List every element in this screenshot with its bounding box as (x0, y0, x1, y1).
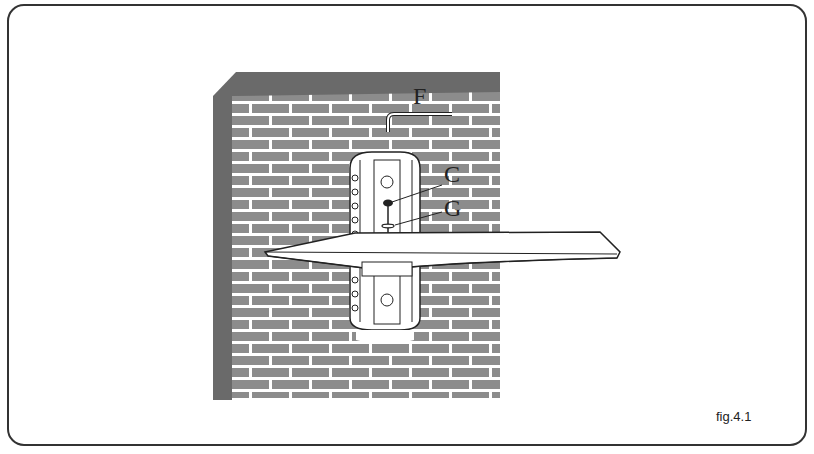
washer (382, 224, 394, 228)
column-shadow (356, 330, 414, 344)
glass-shelf (265, 232, 620, 270)
shelf-top-edge (265, 252, 617, 254)
column-hole (381, 176, 393, 188)
figure-number: fig.4.1 (716, 410, 751, 423)
part-letter: C (444, 162, 460, 186)
shelf-front-edge (268, 256, 617, 270)
column-hole (381, 294, 393, 306)
allen-key (388, 114, 452, 132)
allen-key-highlight (388, 114, 452, 132)
leader-line (395, 212, 442, 225)
leader-line (392, 185, 442, 202)
wall-side (213, 96, 232, 400)
part-letter: F (413, 84, 426, 108)
screw-head (383, 200, 393, 207)
wall-top (213, 72, 500, 96)
part-letter: G (444, 196, 461, 220)
frame (8, 5, 806, 445)
shelf-support (362, 262, 412, 276)
